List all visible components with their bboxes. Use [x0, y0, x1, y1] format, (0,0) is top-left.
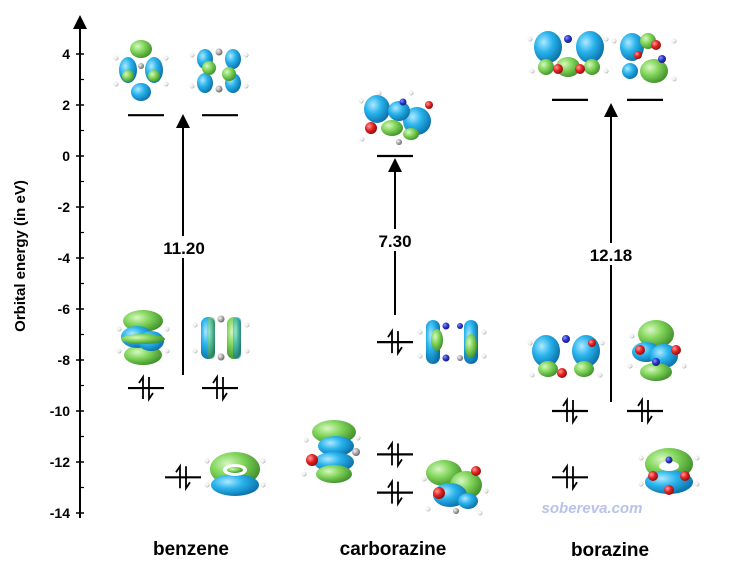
molecule-benzene: [113, 40, 266, 496]
gap-label-carborazine: 7.30: [378, 232, 411, 251]
carborazine-homo-orbital: [417, 320, 487, 364]
y-axis: 4 2 0 -2 -4 -6 -8 -10 -12 -14 Orbital energy (in …: [12, 15, 87, 521]
benzene-lumo-orbital-right: [189, 48, 249, 93]
gap-label-benzene: 11.20: [163, 239, 205, 258]
electron-spin-up-arrow: [562, 397, 568, 422]
borazine-lumo-orbital-right: [611, 33, 677, 83]
gap-benzene: 11.20: [152, 114, 216, 375]
y-tick-label: -12: [50, 454, 70, 470]
electron-spin-down-arrow: [185, 466, 191, 492]
electron-spin-up-arrow: [387, 440, 393, 466]
carborazine-homo2-orbital: [421, 460, 489, 516]
y-tick-label: -8: [58, 352, 71, 368]
electron-spin-up-arrow: [387, 478, 393, 504]
benzene-homo2-orbital: [204, 452, 266, 496]
molecule-name-borazine: borazine: [571, 540, 649, 561]
y-axis-ticks: 4 2 0 -2 -4 -6 -8 -10 -12 -14: [50, 46, 84, 521]
borazine-homo2-orbital: [638, 448, 700, 495]
electron-spin-up-arrow: [562, 463, 568, 489]
molecule-name-benzene: benzene: [153, 539, 229, 560]
electron-spin-down-arrow: [397, 443, 403, 469]
electron-spin-down-arrow: [572, 466, 578, 492]
y-tick-label: -14: [50, 505, 70, 521]
carborazine-homo1-orbital: [301, 420, 361, 483]
electron-spin-up-arrow: [138, 374, 144, 400]
borazine-homo-orbital-right: [627, 320, 687, 381]
molecule-borazine: [527, 31, 700, 495]
borazine-lumo-orbital-left: [527, 31, 609, 77]
y-tick-label: -10: [50, 403, 70, 419]
y-axis-label: Orbital energy (in eV): [12, 180, 29, 332]
electron-spin-down-arrow: [572, 400, 578, 425]
benzene-homo-orbital-left: [116, 310, 170, 365]
y-tick-label: 2: [62, 97, 70, 113]
gap-label-borazine: 12.18: [590, 246, 633, 265]
electron-spin-up-arrow: [637, 397, 643, 422]
y-tick-label: 4: [62, 46, 70, 62]
borazine-homo-orbital-left: [527, 335, 605, 378]
gap-borazine: 12.18: [580, 103, 642, 402]
energy-levels: [128, 98, 663, 507]
electron-spin-down-arrow: [397, 481, 403, 507]
electron-spin-down-arrow: [222, 377, 228, 403]
y-tick-label: -2: [58, 199, 71, 215]
gap-carborazine: 7.30: [364, 158, 426, 315]
watermark: sobereva.com: [542, 500, 643, 517]
electron-spin-up-arrow: [387, 328, 393, 354]
electron-spin-down-arrow: [647, 400, 653, 425]
y-tick-label: -4: [58, 250, 71, 266]
electron-spin-up-arrow: [212, 374, 218, 400]
molecule-name-carborazine: carborazine: [340, 539, 447, 560]
y-tick-label: -6: [58, 301, 71, 317]
benzene-lumo-orbital-left: [113, 40, 169, 101]
carborazine-lumo-orbital: [358, 90, 433, 145]
electron-spin-down-arrow: [148, 377, 154, 403]
electron-spin-up-arrow: [175, 463, 181, 489]
molecule-carborazine: [301, 90, 489, 516]
benzene-homo-orbital-right: [192, 315, 250, 361]
electron-spin-down-arrow: [397, 331, 403, 357]
y-tick-label: 0: [62, 148, 70, 164]
